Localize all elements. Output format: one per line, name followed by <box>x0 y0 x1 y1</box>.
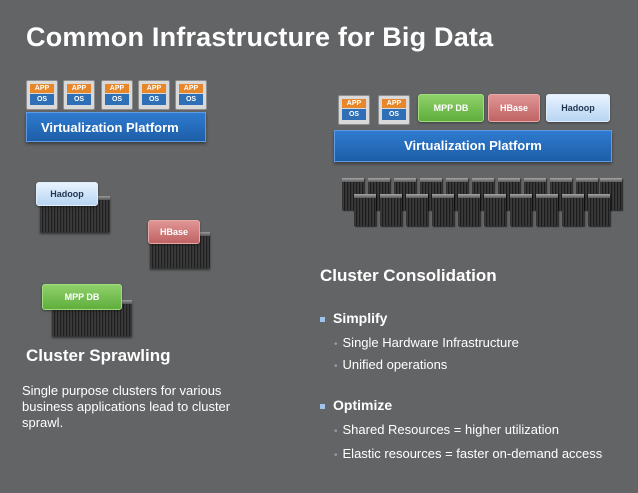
vm-app-label: APP <box>342 99 366 108</box>
server-rack <box>536 194 558 226</box>
vm-tile: APP OS <box>26 80 58 110</box>
vm-app-label: APP <box>30 84 54 93</box>
vm-app-label: APP <box>179 84 203 93</box>
vm-tile: APP OS <box>63 80 95 110</box>
square-bullet-icon <box>320 316 325 322</box>
list-item-text: Single Hardware Infrastructure <box>342 335 519 350</box>
vm-os-label: OS <box>30 94 54 105</box>
left-virtualization-platform: Virtualization Platform <box>26 112 206 142</box>
dot-bullet-icon: • <box>334 426 338 437</box>
server-rack <box>510 194 532 226</box>
simplify-label: Simplify <box>333 310 388 326</box>
dot-bullet-icon: • <box>334 339 338 350</box>
right-mppdb-box: MPP DB <box>418 94 484 122</box>
cluster-sprawling-description: Single purpose clusters for various busi… <box>22 383 231 430</box>
right-hbase-box: HBase <box>488 94 540 122</box>
cluster-sprawling-heading: Cluster Sprawling <box>26 346 171 365</box>
vm-tile: APP OS <box>378 95 410 125</box>
dot-bullet-icon: • <box>334 450 338 461</box>
optimize-heading: Optimize <box>320 397 392 413</box>
vm-app-label: APP <box>67 84 91 93</box>
dot-bullet-icon: • <box>334 361 338 372</box>
vm-os-label: OS <box>142 94 166 105</box>
list-item-text: Elastic resources = faster on-demand acc… <box>342 446 603 461</box>
list-item: • Shared Resources = higher utilization <box>334 422 559 437</box>
vm-os-label: OS <box>179 94 203 105</box>
server-rack <box>380 194 402 226</box>
server-rack <box>406 194 428 226</box>
vm-app-label: APP <box>105 84 129 93</box>
server-rack <box>432 194 454 226</box>
server-rack <box>484 194 506 226</box>
server-rack <box>588 194 610 226</box>
vm-os-label: OS <box>342 109 366 120</box>
list-item-text: Unified operations <box>342 357 448 372</box>
square-bullet-icon <box>320 403 325 409</box>
server-rack <box>458 194 480 226</box>
vm-app-label: APP <box>142 84 166 93</box>
list-item-text: Shared Resources = higher utilization <box>342 422 559 437</box>
optimize-label: Optimize <box>333 397 393 413</box>
list-item: • Elastic resources = faster on-demand ac… <box>334 446 602 461</box>
list-item: • Single Hardware Infrastructure <box>334 335 519 350</box>
vm-os-label: OS <box>105 94 129 105</box>
vm-tile: APP OS <box>101 80 133 110</box>
cluster-consolidation-heading: Cluster Consolidation <box>320 266 497 285</box>
vm-tile: APP OS <box>138 80 170 110</box>
vm-os-label: OS <box>382 109 406 120</box>
left-hbase-box: HBase <box>148 220 200 244</box>
left-hadoop-box: Hadoop <box>36 182 98 206</box>
left-mppdb-box: MPP DB <box>42 284 122 310</box>
simplify-heading: Simplify <box>320 310 387 326</box>
server-rack <box>562 194 584 226</box>
vm-tile: APP OS <box>175 80 207 110</box>
server-rack <box>354 194 376 226</box>
right-hadoop-box: Hadoop <box>546 94 610 122</box>
vm-app-label: APP <box>382 99 406 108</box>
list-item: • Unified operations <box>334 357 447 372</box>
right-virtualization-platform: Virtualization Platform <box>334 130 612 162</box>
slide-title: Common Infrastructure for Big Data <box>26 22 494 52</box>
vm-tile: APP OS <box>338 95 370 125</box>
vm-os-label: OS <box>67 94 91 105</box>
